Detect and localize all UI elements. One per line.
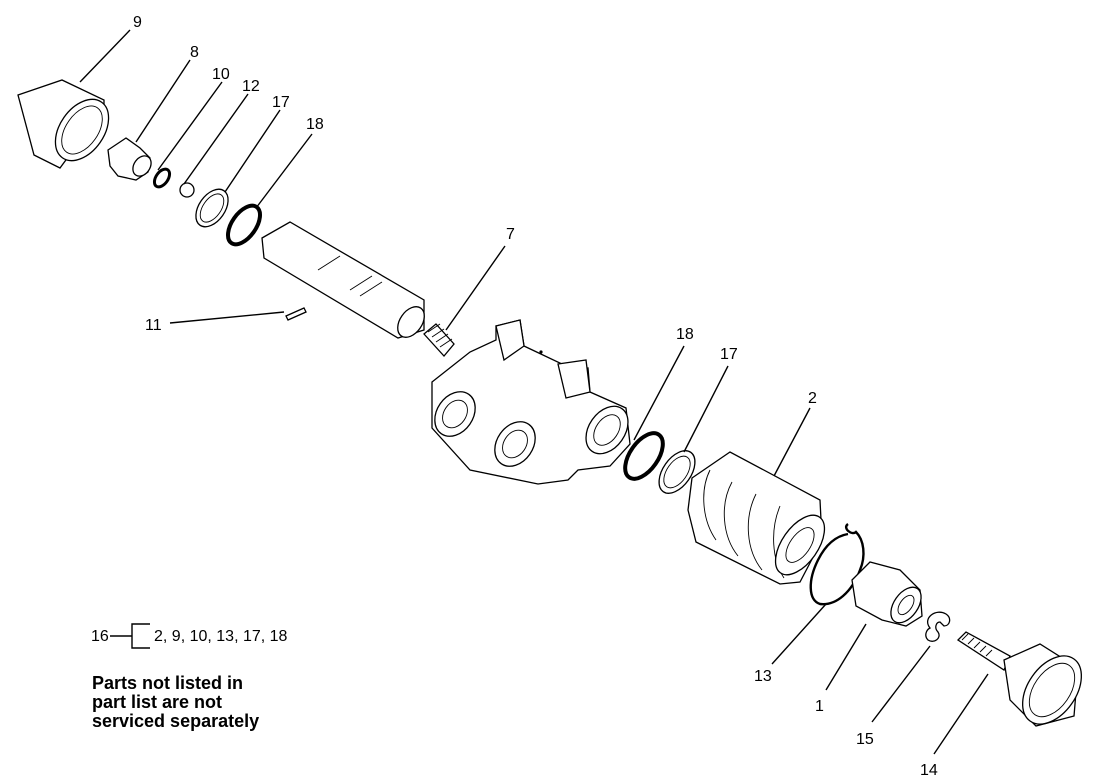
kit-number: 16 xyxy=(91,628,109,645)
part-7-spring xyxy=(423,323,455,357)
callout-15: 15 xyxy=(856,731,874,748)
callout-17-lower: 17 xyxy=(720,346,738,363)
callout-11: 11 xyxy=(145,317,162,334)
leader-lines xyxy=(79,29,989,755)
part-18-oring-lower xyxy=(623,431,665,481)
spool xyxy=(261,221,425,339)
callout-9: 9 xyxy=(133,14,142,31)
part-17-washer-upper xyxy=(195,188,229,228)
kit-contents: 2, 9, 10, 13, 17, 18 xyxy=(154,628,288,645)
part-2-bellows xyxy=(687,451,826,585)
service-note: Parts not listed in part list are not se… xyxy=(92,674,259,731)
callout-1: 1 xyxy=(815,698,824,715)
service-note-line-3: serviced separately xyxy=(92,711,260,731)
callout-14: 14 xyxy=(920,762,938,779)
callout-12: 12 xyxy=(242,78,260,95)
part-18-oring-upper xyxy=(226,203,262,247)
part-15-eclip xyxy=(925,611,951,642)
part-1-fitting xyxy=(851,561,923,627)
part-14-knob xyxy=(956,631,1083,727)
callout-13: 13 xyxy=(754,668,772,685)
part-17-washer-lower xyxy=(658,450,696,494)
valve-body xyxy=(431,319,631,485)
service-note-line-1: Parts not listed in xyxy=(92,673,244,693)
callout-17-upper: 17 xyxy=(272,94,290,111)
callout-7: 7 xyxy=(506,226,515,243)
part-10-ring xyxy=(152,167,172,189)
service-note-line-2: part list are not xyxy=(92,692,223,712)
part-8-fitting xyxy=(107,137,152,181)
part-9-cap xyxy=(17,79,110,169)
callout-10: 10 xyxy=(212,66,230,83)
part-11-pin xyxy=(285,307,307,321)
callout-18-lower: 18 xyxy=(676,326,694,343)
callout-8: 8 xyxy=(190,44,199,61)
kit-bracket: 16 2, 9, 10, 13, 17, 18 xyxy=(91,623,288,649)
part-13-clip xyxy=(809,523,865,606)
callout-18-upper: 18 xyxy=(306,116,324,133)
callout-2: 2 xyxy=(808,390,817,407)
part-12-ball xyxy=(179,182,195,198)
